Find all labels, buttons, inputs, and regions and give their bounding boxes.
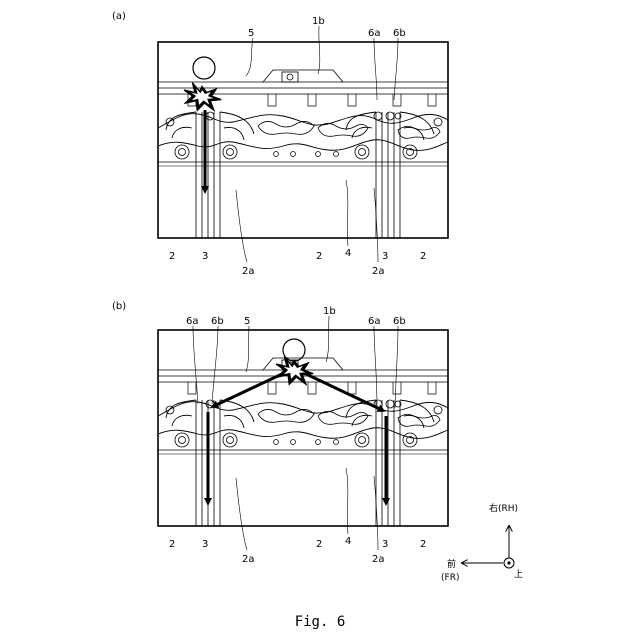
orientation-indicator: 右(RH) 前 (FR) 上 bbox=[441, 502, 523, 583]
label-a-3-left: 3 bbox=[202, 251, 208, 262]
orientation-right-label: 右(RH) bbox=[489, 502, 518, 514]
label-b-2-right: 2 bbox=[420, 539, 426, 550]
label-b-5: 5 bbox=[244, 316, 250, 327]
label-a-5: 5 bbox=[248, 28, 254, 39]
label-a-6b: 6b bbox=[393, 28, 406, 39]
label-b-3-right: 3 bbox=[382, 539, 388, 550]
label-b-2-mid: 2 bbox=[316, 539, 322, 550]
label-b-6b-left: 6b bbox=[211, 316, 224, 327]
panel-label-a: (a) bbox=[112, 11, 126, 22]
label-a-2a-left: 2a bbox=[242, 266, 255, 277]
label-b-6a-left: 6a bbox=[186, 316, 199, 327]
orientation-up-label: 上 bbox=[514, 569, 523, 580]
orientation-front-label: 前 bbox=[447, 558, 456, 570]
panel-a: (a) 5 1b 6a 6b 2 3 2a 2 4 bbox=[112, 11, 448, 277]
label-b-1b: 1b bbox=[323, 306, 336, 317]
label-a-4: 4 bbox=[345, 248, 351, 259]
label-b-2a-right: 2a bbox=[372, 554, 385, 565]
figure-caption: Fig. 6 bbox=[295, 614, 346, 630]
label-b-3-left: 3 bbox=[202, 539, 208, 550]
panel-b: (b) 6a 6b 5 bbox=[112, 301, 448, 565]
label-b-6a-right: 6a bbox=[368, 316, 381, 327]
orientation-front-sub-label: (FR) bbox=[441, 573, 459, 583]
label-a-2-mid: 2 bbox=[316, 251, 322, 262]
label-a-3-right: 3 bbox=[382, 251, 388, 262]
label-b-4: 4 bbox=[345, 536, 351, 547]
label-b-2a-left: 2a bbox=[242, 554, 255, 565]
label-a-6a: 6a bbox=[368, 28, 381, 39]
label-b-2-left: 2 bbox=[169, 539, 175, 550]
label-b-6b-right: 6b bbox=[393, 316, 406, 327]
label-a-2-right: 2 bbox=[420, 251, 426, 262]
label-a-1b: 1b bbox=[312, 16, 325, 27]
panel-label-b: (b) bbox=[112, 301, 126, 312]
label-a-2a-right: 2a bbox=[372, 266, 385, 277]
label-a-2-left: 2 bbox=[169, 251, 175, 262]
